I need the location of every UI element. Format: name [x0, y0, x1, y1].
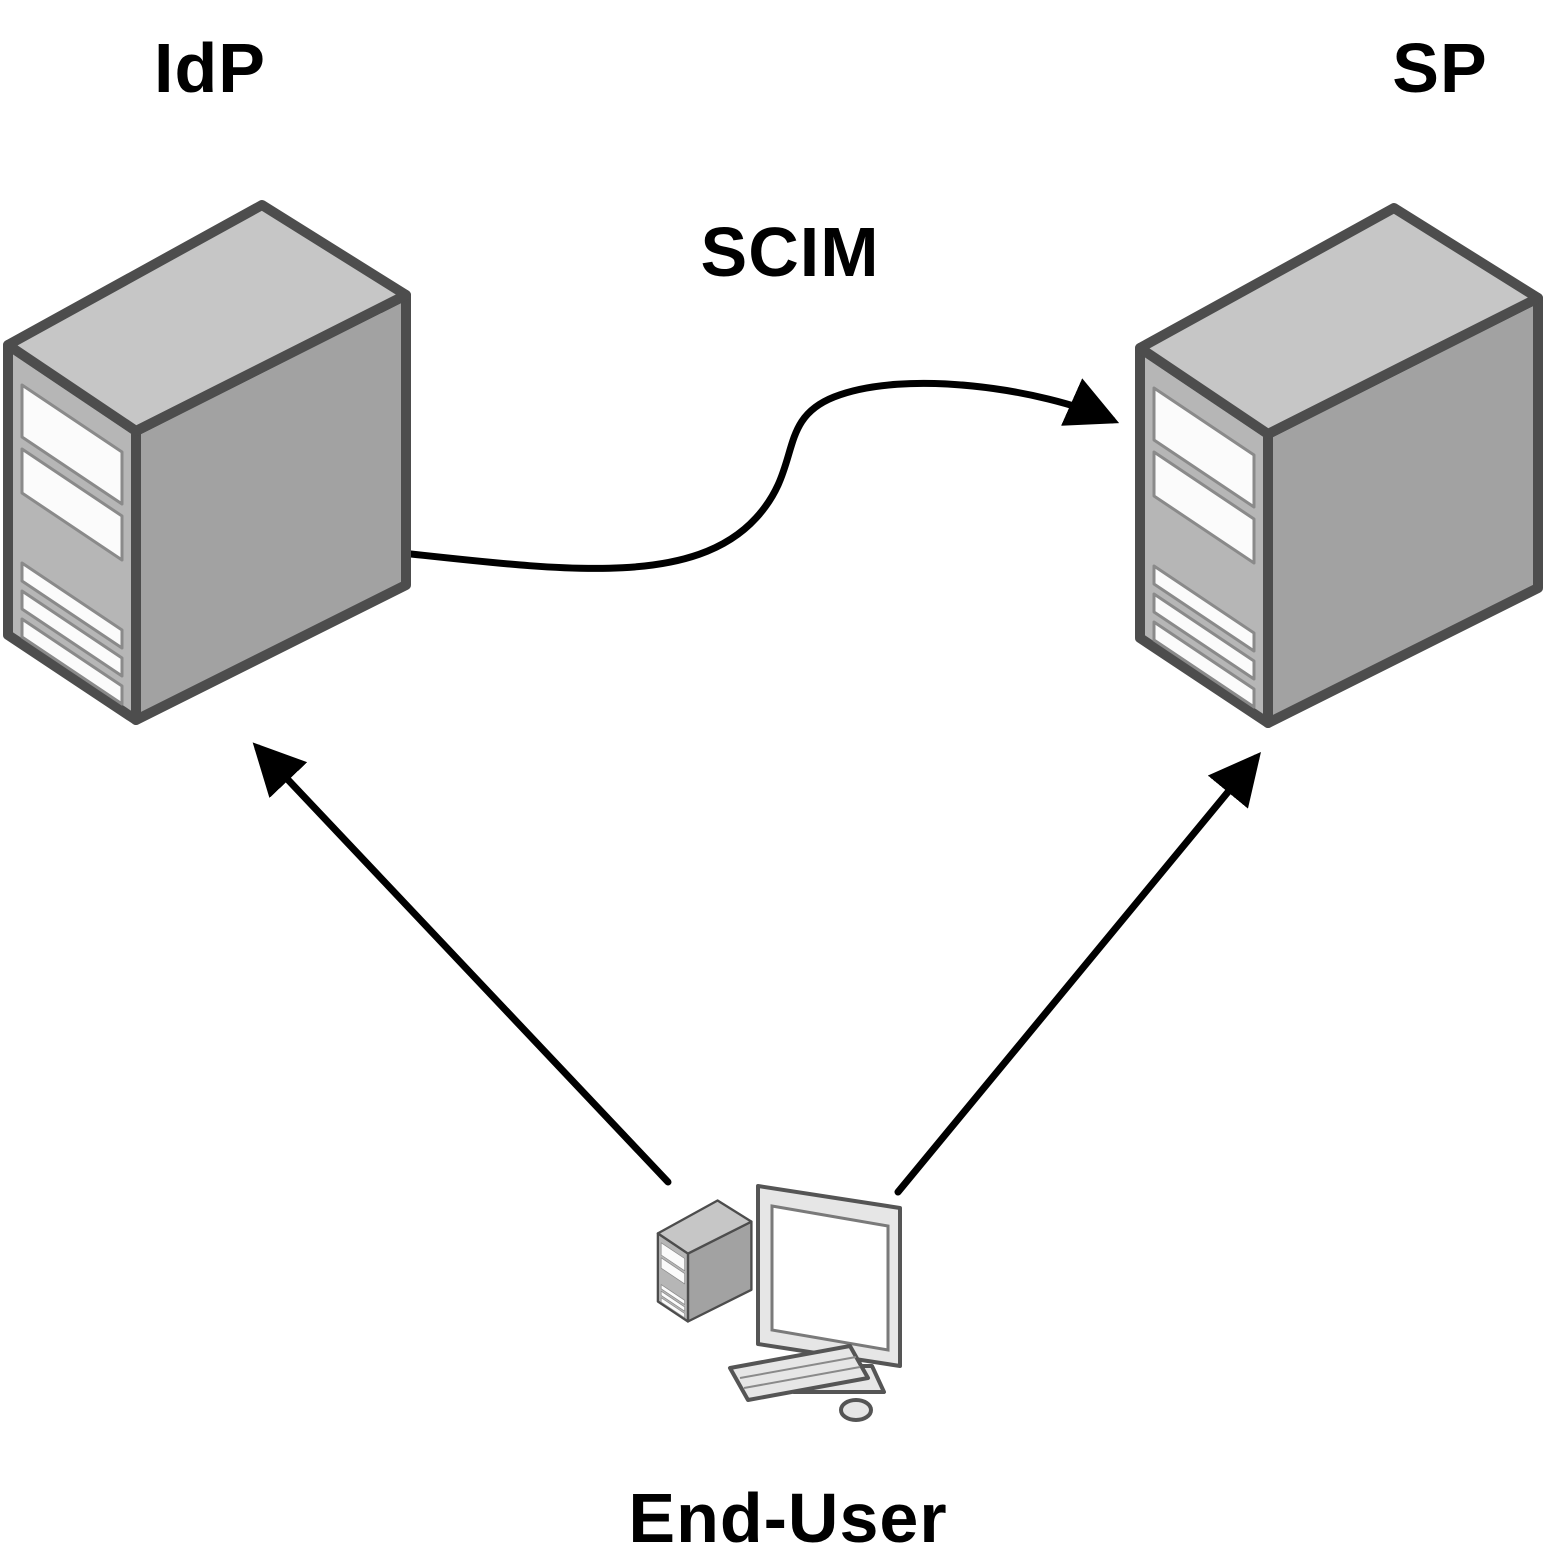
keyboard-icon — [728, 1344, 870, 1402]
sp-server-icon — [1140, 208, 1538, 723]
idp-label: IdP — [154, 29, 266, 107]
sp-label: SP — [1392, 29, 1488, 107]
computer-tower-icon — [656, 1199, 753, 1323]
scim-edge-label: SCIM — [700, 213, 880, 291]
monitor-screen — [770, 1204, 890, 1352]
idp-server-icon — [8, 205, 406, 720]
end-user-computer-icon — [656, 1184, 902, 1422]
scim-arrow — [398, 378, 1120, 572]
end-user-to-sp-arrow — [894, 751, 1261, 1196]
mouse-icon — [839, 1398, 873, 1422]
end-user-label: End-User — [628, 1479, 948, 1557]
end-user-to-idp-arrow — [252, 742, 672, 1186]
